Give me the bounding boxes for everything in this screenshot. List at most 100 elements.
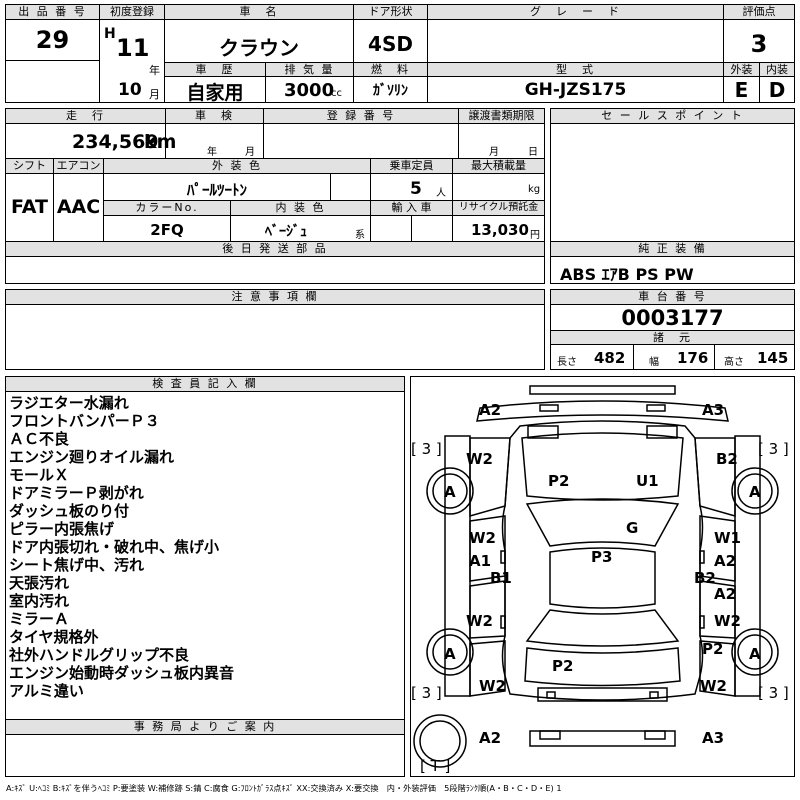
interior-value: D [768,78,786,102]
inspector-note-line: ドアミラーＰ剥がれ [9,484,144,502]
mileage-value: 234,569 [72,131,159,153]
interior-color-label: 内 装 色 [231,201,370,216]
mark-rear-left: A2 [479,729,501,747]
mark-door-rr-2: W2 [714,612,741,630]
inspection-label: 車 検 [166,109,263,124]
chassis-block [550,289,795,370]
displacement-value: 3000 [284,80,335,101]
inspector-note-line: アルミ違い [9,682,84,700]
color-label: 外 装 色 [104,159,370,174]
sales-label: セ ー ル ス ポ イ ン ト [551,109,794,124]
recycle-value: 13,030 [471,221,529,239]
transfer-month-unit: 月 [489,147,499,158]
shift-label: シフト [6,159,53,174]
length-value: 482 [594,349,626,367]
mark-pillar-right: B2 [694,569,716,587]
mark-tire-fl: [ 3 ] [411,440,442,458]
exterior-value: E [734,78,749,102]
ac-value: AAC [56,196,101,218]
registration-label: 登 録 番 号 [264,109,458,124]
capacity-unit: 人 [436,188,446,199]
fuel-label: 燃 料 [354,63,427,77]
reg-month: 10 [118,80,142,100]
mark-wheel-rr: A [749,645,761,663]
score-value: 3 [750,30,768,58]
inspector-note-line: ＡＣ不良 [9,430,70,448]
model-label: 型 式 [428,63,723,77]
car-diagram-block [410,376,795,777]
import-label: 輸 入 車 [371,201,452,216]
fuel-value: ｶﾞｿﾘﾝ [373,83,408,99]
mark-door-fr-1: W1 [714,529,741,547]
mark-front-left: A2 [479,401,501,419]
recycle-label: リサイクル預託金 [453,201,544,216]
mark-trunk: P2 [552,657,573,675]
recycle-unit: 円 [530,230,540,241]
era: H [104,26,116,42]
inspector-note-line: シート焦げ中、汚れ [9,556,145,574]
displacement-unit: cc [331,88,342,99]
first-reg-label: 初度登録 [100,5,164,20]
vehicle-info-block [5,108,545,284]
mark-wheel-fr: A [749,483,761,501]
mark-door-rl: W2 [466,612,493,630]
interior-color-value: ﾍﾞｰｼﾞｭ [265,224,307,240]
mark-spare: [ T ] [420,757,450,775]
door-label: ドア形状 [354,5,427,20]
model-value: GH-JZS175 [524,80,627,100]
grade-label: グ レ ー ド [428,5,723,20]
interior-label: 内装 [760,63,794,77]
load-label: 最大積載量 [453,159,544,174]
exterior-label: 外装 [724,63,759,77]
sales-point-block [550,108,795,284]
insp-year-unit: 年 [207,147,217,158]
transfer-label: 譲渡書類期限 [459,109,544,124]
inspector-note-line: モールＸ [9,466,70,484]
notes-label: 注 意 事 項 欄 [6,290,544,305]
capacity-label: 乗車定員 [371,159,452,174]
width-label: 幅 [649,357,659,368]
inspector-note-line: 社外ハンドルグリップ不良 [9,646,190,664]
mark-fender-fl: W2 [466,450,493,468]
mark-door-fl-1: W2 [469,529,496,547]
chassis-label: 車 台 番 号 [551,290,794,305]
mark-wheel-rl: A [444,645,456,663]
color-value: ﾊﾟｰﾙﾂｰﾄﾝ [186,181,247,199]
damage-legend: A:ｷｽﾞ U:ﾍｺﾐ B:ｷｽﾞを伴うﾍｺﾐ P:要塗装 W:補修跡 S:錆 … [6,783,562,793]
capacity-value: 5 [410,179,422,199]
equipment-value: ABS ｴｱB PS PW [560,265,694,284]
later-parts-label: 後 日 発 送 部 品 [6,242,544,257]
inspector-note-line: ラジエター水漏れ [9,394,129,412]
mark-wheel-fl: A [444,483,456,501]
height-value: 145 [757,349,789,367]
month-unit: 月 [149,88,160,101]
history-value: 自家用 [186,82,244,104]
mark-tire-rr: [ 3 ] [758,684,789,702]
mark-roof: P3 [591,548,612,566]
interior-color-unit: 系 [355,230,365,241]
mark-quarter-rl: W2 [479,677,506,695]
mark-hood-right: U1 [636,472,659,490]
mark-pillar-left: B1 [490,569,512,587]
top-header-block [5,4,795,103]
height-label: 高さ [724,357,744,368]
color-no-value: 2FQ [150,221,184,239]
load-unit: kg [528,184,541,195]
mark-hood-left: P2 [548,472,569,490]
color-no-label: カラーNo. [104,201,230,216]
mileage-unit: km [144,131,177,153]
year-unit: 年 [149,64,160,77]
mark-tire-fr: [ 3 ] [758,440,789,458]
transfer-day-unit: 日 [528,147,538,158]
score-label: 評価点 [724,5,794,20]
car-name: クラウン [219,36,299,60]
displacement-label: 排 気 量 [266,63,353,77]
shift-value: FAT [11,196,48,218]
mark-tire-rl: [ 3 ] [411,684,442,702]
car-diagram: A2 A3 [ 3 ] [ 3 ] W2 B2 A A P2 U1 G W2 A… [411,385,789,775]
history-label: 車 歴 [165,63,265,77]
mark-windshield: G [626,519,638,537]
inspector-note-line: ドア内張切れ・破れ中、焦げ小 [9,538,220,556]
mark-door-fr-2: A2 [714,552,736,570]
